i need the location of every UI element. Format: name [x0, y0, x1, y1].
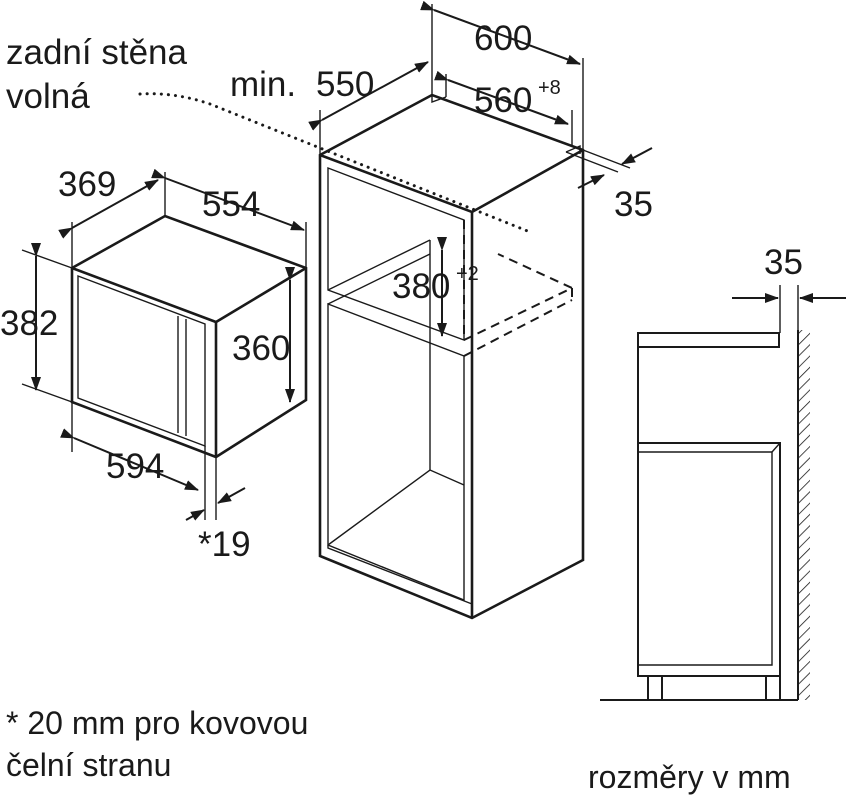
footnote-line1: * 20 mm pro kovovou	[6, 705, 308, 741]
dim-line-594	[60, 428, 199, 491]
dim-560-label: 560	[474, 81, 532, 120]
dim-594-label: 594	[106, 447, 164, 486]
back-wall-label-line2: volná	[6, 77, 90, 116]
footnote-line2: čelní stranu	[6, 747, 171, 783]
dim-560-tolerance: +8	[538, 77, 561, 99]
cabinet-drawing	[318, 93, 585, 620]
back-wall-label-line1: zadní stěna	[6, 33, 187, 72]
dim-382-label: 382	[0, 304, 58, 343]
min-label: min.	[230, 65, 296, 104]
dim-380-tolerance: +2	[456, 263, 479, 285]
dim-550-label: 550	[316, 65, 374, 104]
dim-360-label: 360	[232, 329, 290, 368]
dim-369-label: 369	[58, 165, 116, 204]
side-section-drawing	[600, 285, 846, 701]
dim-554-label: 554	[202, 185, 260, 224]
dim-line-369	[58, 179, 159, 239]
dim-line-560	[434, 70, 569, 125]
microwave-dimensions	[21, 168, 307, 521]
dim-19-label: *19	[198, 525, 251, 564]
dim-35-side-label: 35	[764, 243, 803, 282]
dim-line-600	[420, 0, 581, 65]
dim-380-label: 380	[392, 267, 450, 306]
cabinet-dimensions	[308, 0, 653, 337]
units-label: rozměry v mm	[588, 759, 791, 795]
dim-600-label: 600	[474, 19, 532, 58]
dim-line-550	[308, 61, 429, 131]
dim-line-554	[151, 168, 305, 231]
back-wall-leader	[138, 92, 532, 234]
dim-35-cabinet-label: 35	[614, 185, 653, 224]
